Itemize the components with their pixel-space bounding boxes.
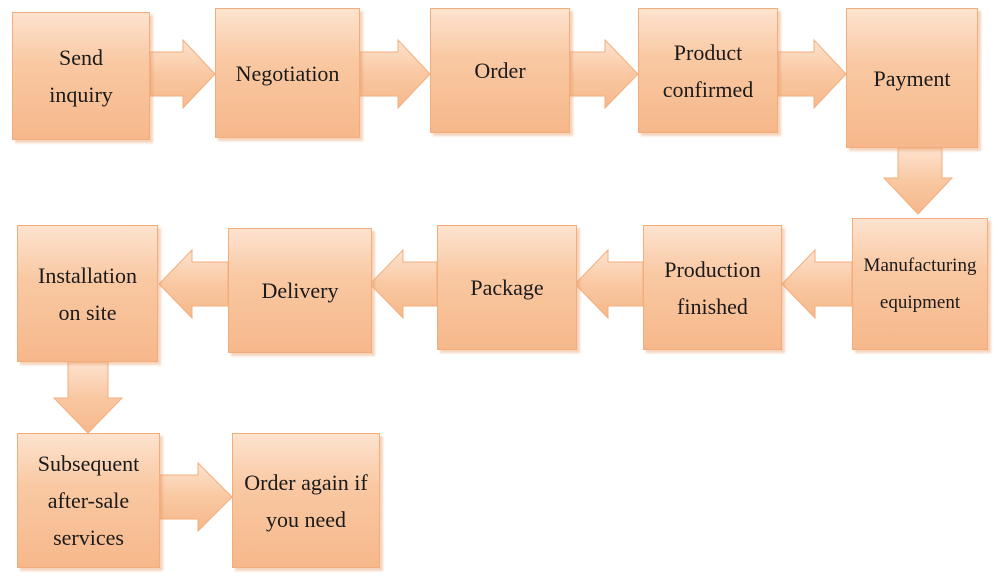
step-subsequent-services: Subsequent after-sale services xyxy=(17,433,160,568)
step-label: Production finished xyxy=(664,256,761,319)
arrow-right-4 xyxy=(777,38,847,110)
step-label: Installation on site xyxy=(38,262,137,325)
step-order: Order xyxy=(430,8,570,133)
step-label: Delivery xyxy=(261,278,339,303)
step-payment: Payment xyxy=(846,8,978,148)
arrow-left-2 xyxy=(574,248,644,320)
step-manufacturing-equipment: Manufacturing equipment xyxy=(852,218,988,350)
step-label: Manufacturing equipment xyxy=(863,255,977,313)
step-production-finished: Production finished xyxy=(643,225,782,350)
step-label: Package xyxy=(470,275,544,300)
arrow-right-1 xyxy=(149,38,216,110)
step-delivery: Delivery xyxy=(228,228,372,353)
arrow-right-2 xyxy=(359,38,431,110)
step-label: Order xyxy=(474,58,526,83)
step-installation-on-site: Installation on site xyxy=(17,225,158,362)
step-send-inquiry: Send inquiry xyxy=(12,12,150,140)
arrow-right-5 xyxy=(159,461,233,533)
step-label: Order again if you need xyxy=(244,469,368,532)
step-label: Payment xyxy=(873,65,951,91)
arrow-left-3 xyxy=(369,248,438,320)
step-label: Subsequent after-sale services xyxy=(37,451,140,550)
arrow-left-4 xyxy=(158,248,229,320)
step-label: Send inquiry xyxy=(49,45,113,107)
arrow-down-2 xyxy=(52,361,124,434)
step-label: Negotiation xyxy=(235,60,340,86)
step-label: Product confirmed xyxy=(662,39,754,102)
arrow-left-1 xyxy=(781,248,853,320)
arrow-down-1 xyxy=(882,147,954,215)
step-order-again: Order again if you need xyxy=(232,433,380,568)
step-package: Package xyxy=(437,225,577,350)
arrow-right-3 xyxy=(569,38,639,110)
step-negotiation: Negotiation xyxy=(215,8,360,138)
step-product-confirmed: Product confirmed xyxy=(638,8,778,133)
